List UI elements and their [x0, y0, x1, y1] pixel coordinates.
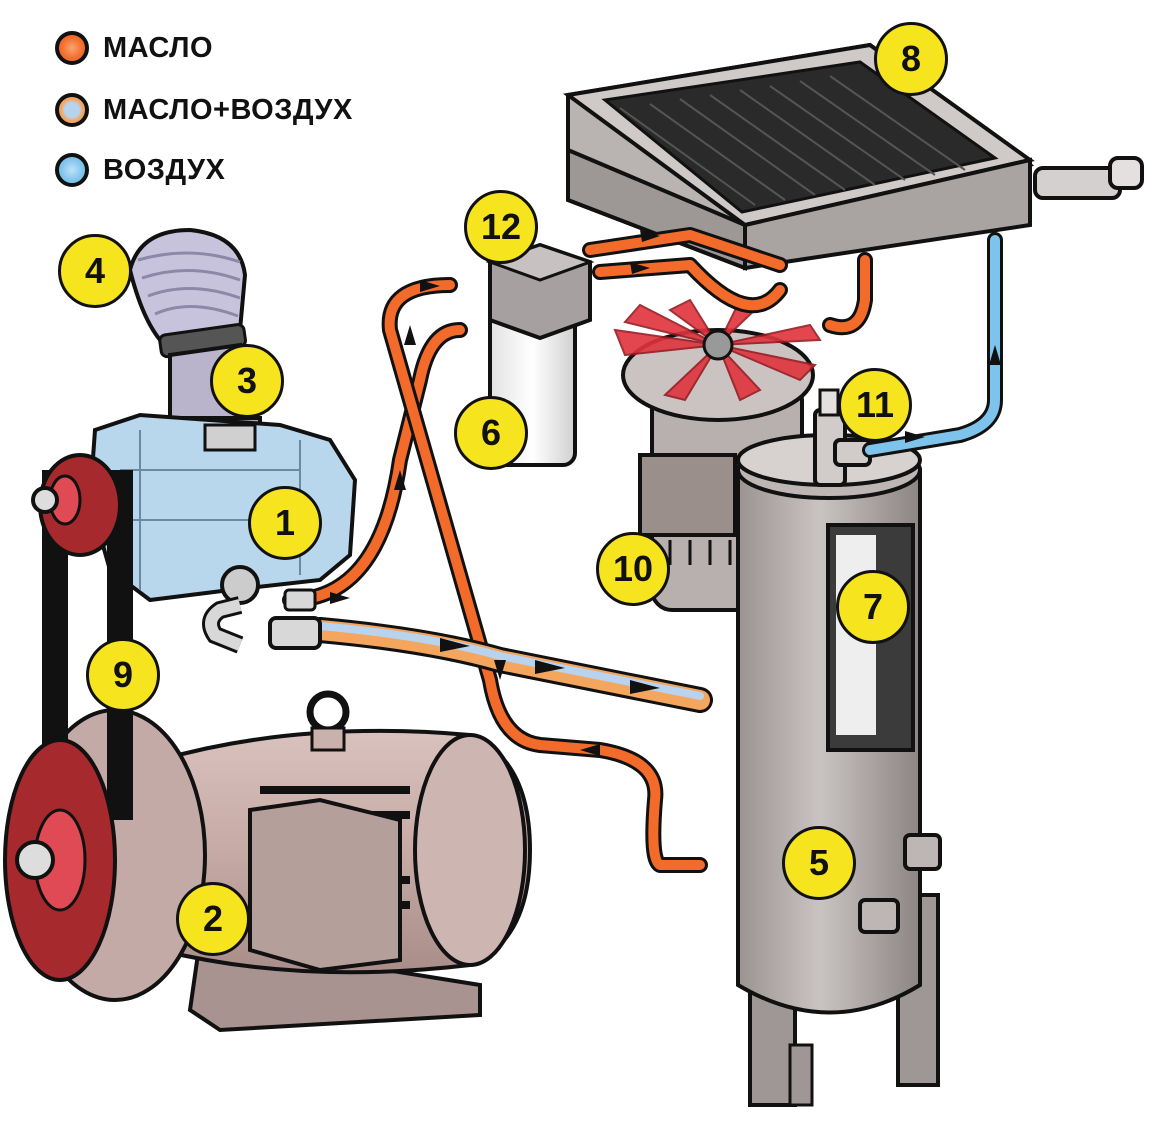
air-intake-hose-icon	[127, 227, 248, 359]
min-pressure-valve-icon	[813, 388, 872, 487]
legend-item-oil: МАСЛО	[55, 28, 213, 68]
air-color-dot	[55, 153, 89, 187]
badge-min-pressure-valve: 11	[838, 368, 912, 442]
oil-air-hose	[307, 617, 713, 713]
air-hose	[862, 232, 1003, 458]
badge-oil-filter: 6	[454, 396, 528, 470]
badge-drive-belt: 9	[86, 638, 160, 712]
legend-label: ВОЗДУХ	[103, 153, 226, 186]
legend-item-air: ВОЗДУХ	[55, 150, 225, 190]
oil-color-dot	[55, 31, 89, 65]
badge-air-intake-hose: 4	[58, 234, 132, 308]
badge-separator-tank: 5	[782, 826, 856, 900]
badge-intake-valve: 3	[210, 344, 284, 418]
legend-label: МАСЛО+ВОЗДУХ	[103, 93, 353, 126]
flow-arrows	[330, 230, 1001, 756]
badge-separator-element: 7	[836, 570, 910, 644]
badge-thermostat-block: 12	[464, 190, 538, 264]
oil-air-color-dot	[55, 93, 89, 127]
legend-label: МАСЛО	[103, 31, 214, 64]
legend-item-oil-air: МАСЛО+ВОЗДУХ	[55, 90, 353, 130]
badge-electric-motor: 2	[176, 882, 250, 956]
badge-fan-motor: 10	[596, 532, 670, 606]
compressor-block-icon	[87, 412, 358, 654]
separator-tank-icon	[736, 433, 942, 1107]
badge-cooler-radiator: 8	[874, 22, 948, 96]
badge-compressor-block: 1	[248, 486, 322, 560]
